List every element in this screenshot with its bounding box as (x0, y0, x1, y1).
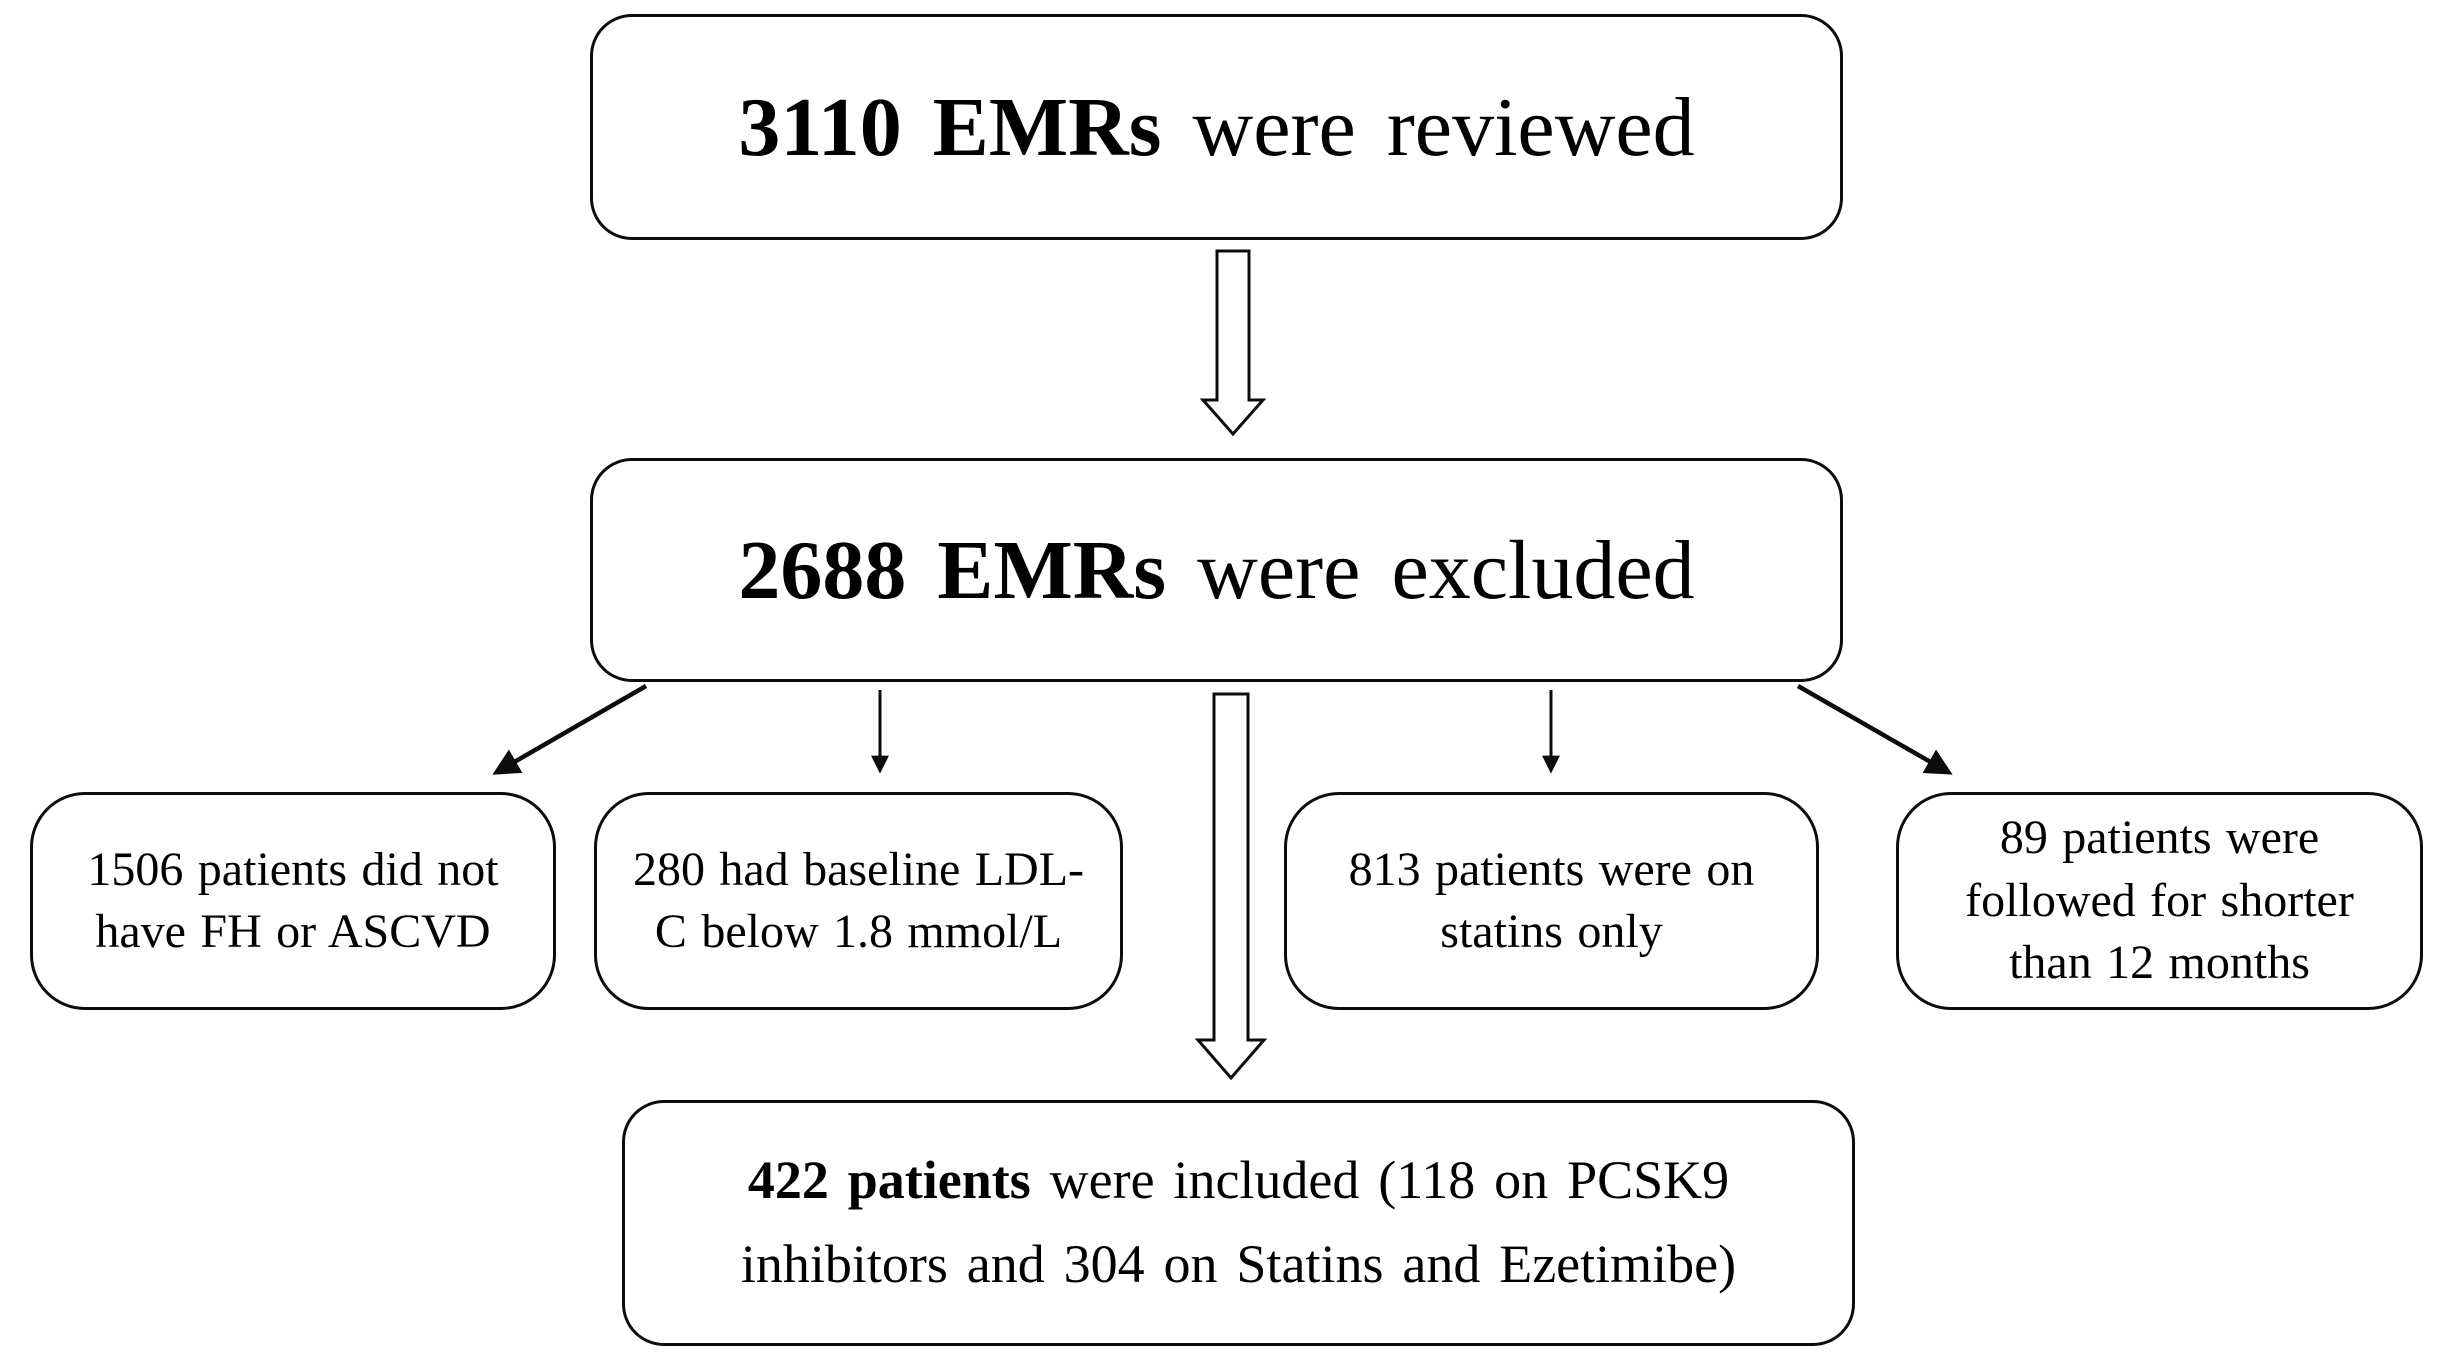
node-no-fh-ascvd: 1506 patients did not have FH or ASCVD (30, 792, 556, 1010)
low-ldl-line-2: C below 1.8 mmol/L (654, 905, 1063, 958)
no-fh-line-1: 1506 patients did not (87, 842, 499, 896)
node-low-ldl-text: 280 had baseline LDL- C below 1.8 mmol/L (633, 839, 1084, 964)
low-ldl-line-1: 280 had baseline LDL- (632, 842, 1085, 896)
excluded-count: 2688 EMRs (738, 523, 1167, 617)
block-arrow-reviewed-to-excluded-icon (1199, 249, 1267, 437)
followup-line-2: followed for shorter (1965, 873, 2354, 927)
statins-line-2: statins only (1440, 905, 1663, 958)
node-statins-only-text: 813 patients were on statins only (1349, 839, 1755, 964)
arrow-to-no-fh-ascvd-icon (492, 684, 648, 775)
node-emrs-reviewed-text: 3110 EMRs were reviewed (738, 79, 1694, 176)
block-arrow-excluded-to-included-icon (1194, 692, 1268, 1081)
included-line-2: inhibitors and 304 on Statins and Ezetim… (740, 1234, 1737, 1294)
node-short-followup-text: 89 patients were followed for shorter th… (1965, 807, 2354, 994)
node-no-fh-ascvd-text: 1506 patients did not have FH or ASCVD (87, 839, 498, 964)
followup-line-3: than 12 months (2009, 936, 2310, 990)
node-short-followup: 89 patients were followed for shorter th… (1896, 792, 2423, 1010)
node-patients-included-text: 422 patients were included (118 on PCSK9… (741, 1139, 1736, 1306)
node-statins-only: 813 patients were on statins only (1284, 792, 1819, 1010)
included-line-1: 422 patients were included (118 on PCSK9 (741, 1139, 1736, 1223)
no-fh-line-2: have FH or ASCVD (95, 905, 491, 958)
node-patients-included: 422 patients were included (118 on PCSK9… (622, 1100, 1855, 1346)
node-low-ldl: 280 had baseline LDL- C below 1.8 mmol/L (594, 792, 1123, 1010)
included-line-1-rest: were included (118 on PCSK9 (1030, 1150, 1730, 1211)
statins-line-1: 813 patients were on (1348, 842, 1755, 896)
excluded-label: were excluded (1166, 523, 1695, 617)
node-emrs-reviewed: 3110 EMRs were reviewed (590, 14, 1843, 240)
followup-line-1: 89 patients were (1999, 811, 2320, 865)
included-count: 422 patients (747, 1150, 1031, 1211)
reviewed-count: 3110 EMRs (738, 80, 1162, 174)
reviewed-label: were reviewed (1161, 80, 1695, 174)
node-emrs-excluded-text: 2688 EMRs were excluded (738, 522, 1694, 619)
node-emrs-excluded: 2688 EMRs were excluded (590, 458, 1843, 682)
arrow-to-short-followup-icon (1796, 684, 1953, 775)
